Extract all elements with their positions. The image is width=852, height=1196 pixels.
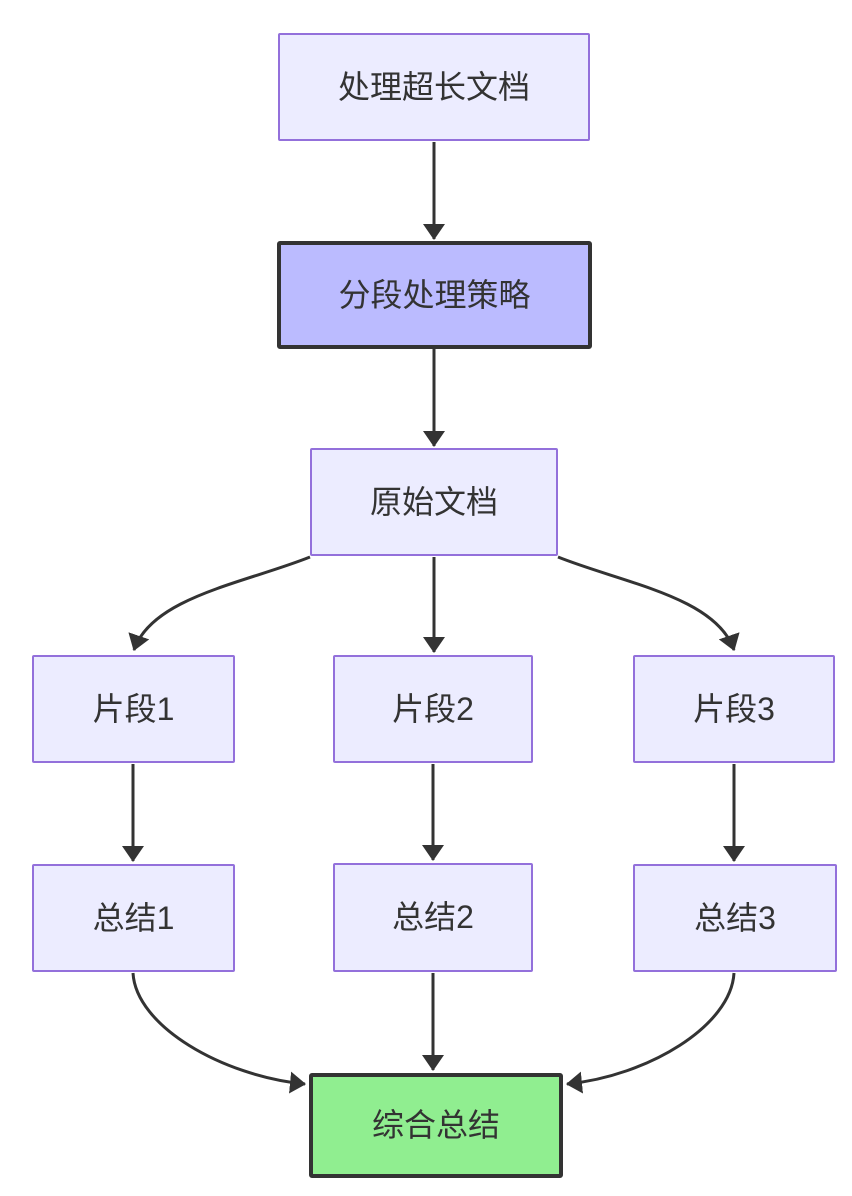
node-fragment-3: 片段3 [633,655,835,763]
node-fragment-2: 片段2 [333,655,533,763]
node-label: 片段3 [693,690,775,727]
node-summary-2: 总结2 [333,863,533,972]
node-label: 片段1 [92,690,175,727]
node-fragment-1: 片段1 [32,655,235,763]
node-summary-3: 总结3 [633,864,837,972]
node-final-summary: 综合总结 [309,1073,563,1178]
node-handle-long-document: 处理超长文档 [278,33,590,141]
node-label: 分段处理策略 [338,276,531,313]
edge-s1-to-g [131,972,306,1094]
node-summary-1: 总结1 [32,864,235,972]
edge-c-to-d1 [128,555,311,651]
edge-c-to-d3 [557,555,740,651]
node-label: 总结3 [694,899,776,936]
edge-s3-to-g [566,972,736,1094]
node-label: 片段2 [392,690,474,727]
node-label: 总结1 [92,899,175,936]
node-label: 综合总结 [371,1107,500,1144]
node-label: 总结2 [392,899,474,936]
node-label: 原始文档 [369,483,498,520]
node-original-document: 原始文档 [310,448,558,556]
node-label: 处理超长文档 [337,68,530,105]
node-segmentation-strategy: 分段处理策略 [277,241,592,349]
